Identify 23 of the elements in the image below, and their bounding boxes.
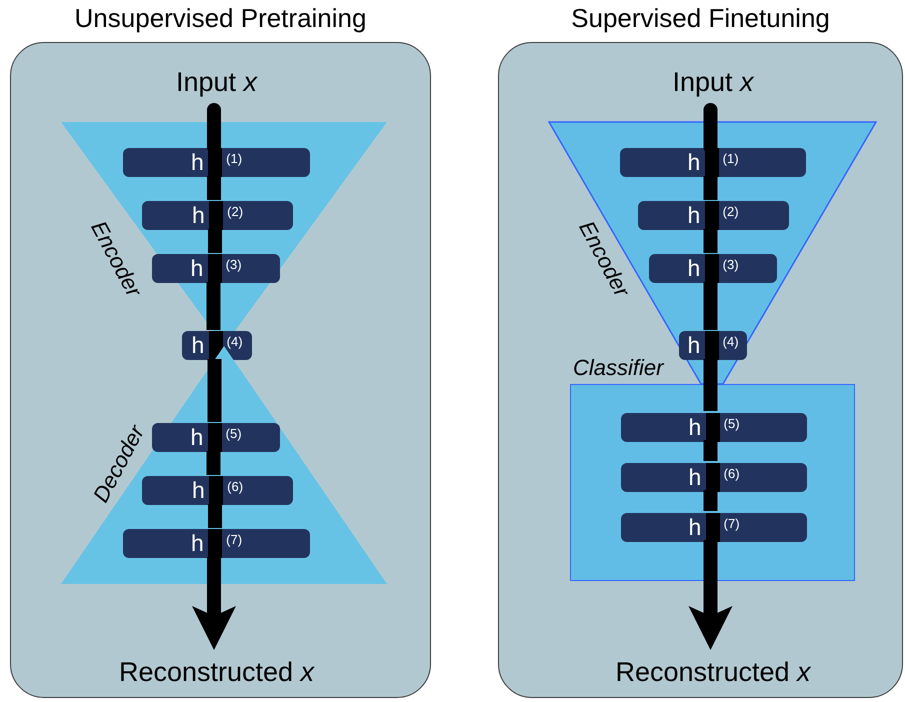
layer-bar: h $^{(7)}$ [621,513,807,542]
output-label: Reconstructed x [118,656,314,688]
layer-bar: h $^{(5)}$ [621,413,807,442]
layer-bar: h $^{(4)}$ [182,331,252,360]
input-label: Input x [176,66,258,98]
layer-bar: h $^{(6)}$ [142,476,293,505]
layer-bar: h $^{(5)}$ [152,423,280,452]
panel-heading: Unsupervised Pretraining [74,3,368,34]
layer-bar: h $^{(7)}$ [123,529,310,558]
arrow [688,540,732,650]
arrow [192,557,236,650]
layer-bar: h $^{(2)}$ [142,201,293,230]
input-label: Input x [672,66,754,98]
classifier-label: Classifier [573,355,664,381]
output-label: Reconstructed x [615,656,811,688]
layer-bar: h $^{(6)}$ [621,463,807,492]
layer-bar: h $^{(2)}$ [638,201,788,230]
panel-heading: Supervised Finetuning [570,3,831,34]
layer-bar: h $^{(3)}$ [649,254,777,283]
layer-bar: h $^{(4)}$ [679,331,747,360]
layer-bar: h $^{(1)}$ [123,148,310,177]
layer-bar: h $^{(3)}$ [152,254,280,283]
layer-bar: h $^{(1)}$ [620,148,806,177]
